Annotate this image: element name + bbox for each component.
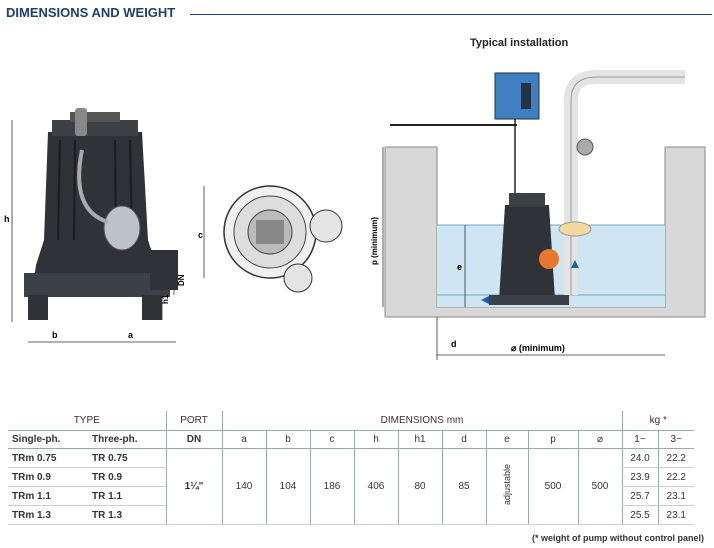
installation-drawing: p (minimum) e d ⌀ (minimum) — [370, 70, 706, 360]
cell-single: TRm 0.75 — [8, 448, 88, 468]
group-kg: kg * — [621, 411, 694, 431]
col-kg-single: 1~ — [621, 430, 658, 449]
table-row: TRm 0.75 TR 0.75 1¼" 140 104 186 406 80 … — [8, 448, 694, 525]
dimensions-table: TYPE PORT DIMENSIONS mm kg * Single-ph. … — [8, 411, 694, 525]
col-a: a — [221, 430, 266, 449]
cell-b: 104 — [265, 448, 310, 525]
table-row: TRm 1.3 TR 1.3 25.5 23.1 — [8, 505, 694, 525]
pump-side-drawing: h b a DN h1 — [4, 108, 186, 343]
table-row: TRm 0.9 TR 0.9 23.9 22.2 — [8, 467, 694, 487]
cell-diameter: 500 — [577, 448, 622, 525]
col-h: h — [353, 430, 398, 449]
cell-kg-three: 23.1 — [657, 505, 694, 525]
dim-min-label: ⌀ (minimum) — [511, 343, 565, 353]
col-diameter: ⌀ — [577, 430, 622, 449]
pump-top-drawing: c — [198, 185, 343, 293]
group-dimensions: DIMENSIONS mm — [221, 411, 622, 431]
col-dn: DN — [165, 430, 222, 449]
cell-kg-three: 23.1 — [657, 486, 694, 506]
cell-single: TRm 1.3 — [8, 505, 88, 525]
section-title: DIMENSIONS AND WEIGHT — [6, 5, 176, 20]
dim-a-label: a — [128, 330, 134, 340]
cell-dn: 1¼" — [165, 448, 222, 525]
cell-kg-single: 24.0 — [621, 448, 658, 468]
dim-h-label: h — [4, 214, 10, 224]
group-port: PORT — [165, 411, 222, 431]
cell-single: TRm 0.9 — [8, 467, 88, 487]
cell-kg-single: 25.5 — [621, 505, 658, 525]
installation-caption: Typical installation — [470, 37, 569, 49]
col-p: p — [527, 430, 578, 449]
group-type: TYPE — [8, 411, 166, 431]
col-kg-three: 3~ — [657, 430, 694, 449]
col-three: Three-ph. — [88, 430, 166, 449]
cell-kg-single: 25.7 — [621, 486, 658, 506]
header-rule — [190, 14, 712, 15]
cell-e: adjustable — [502, 464, 512, 506]
col-h1: h1 — [397, 430, 442, 449]
cell-kg-three: 22.2 — [657, 448, 694, 468]
cell-c: 186 — [309, 448, 354, 525]
dim-h1-label: h1 — [161, 294, 170, 304]
cell-kg-three: 22.2 — [657, 467, 694, 487]
cell-h: 406 — [353, 448, 398, 525]
dim-c-label: c — [198, 230, 203, 240]
col-d: d — [441, 430, 486, 449]
col-b: b — [265, 430, 310, 449]
cell-kg-single: 23.9 — [621, 467, 658, 487]
cell-three: TR 0.75 — [88, 448, 166, 468]
weight-footnote: (* weight of pump without control panel) — [532, 533, 704, 543]
cell-d: 85 — [441, 448, 486, 525]
cell-p: 500 — [527, 448, 578, 525]
cell-three: TR 1.1 — [88, 486, 166, 506]
dim-e-label: e — [457, 262, 462, 272]
cell-three: TR 0.9 — [88, 467, 166, 487]
table-row: TRm 1.1 TR 1.1 25.7 23.1 — [8, 486, 694, 506]
col-c: c — [309, 430, 354, 449]
cell-a: 140 — [221, 448, 266, 525]
dim-d-label: d — [451, 339, 457, 349]
cell-single: TRm 1.1 — [8, 486, 88, 506]
cell-h1: 80 — [397, 448, 442, 525]
dim-dn-label: DN — [177, 274, 186, 286]
col-e: e — [485, 430, 528, 449]
dim-b-label: b — [52, 330, 58, 340]
col-single: Single-ph. — [8, 430, 88, 449]
cell-three: TR 1.3 — [88, 505, 166, 525]
dim-p-label: p (minimum) — [370, 217, 379, 265]
